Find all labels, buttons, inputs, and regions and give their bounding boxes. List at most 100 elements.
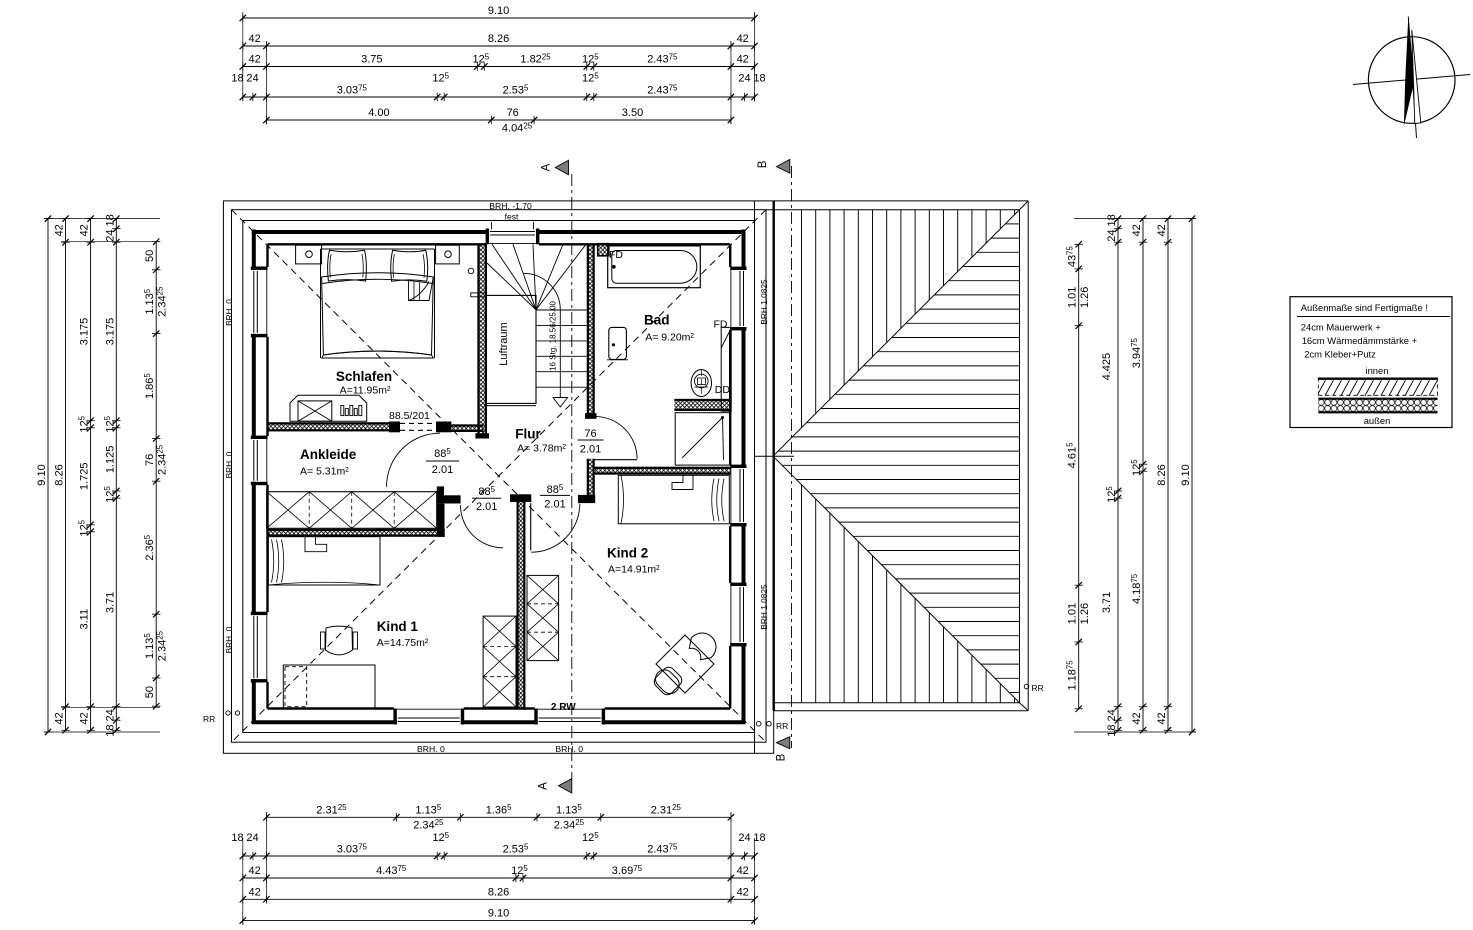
- svg-text:18: 18: [753, 832, 765, 844]
- svg-text:1.365: 1.365: [486, 803, 512, 816]
- svg-text:76: 76: [584, 428, 596, 440]
- svg-text:1.135: 1.135: [143, 633, 156, 659]
- svg-text:innen: innen: [1366, 365, 1389, 376]
- svg-text:18: 18: [231, 832, 243, 844]
- svg-text:42: 42: [54, 224, 66, 236]
- svg-text:2 RW: 2 RW: [551, 702, 576, 713]
- svg-text:BRH. 0: BRH. 0: [224, 451, 234, 478]
- svg-text:42: 42: [737, 33, 749, 45]
- svg-text:4.00: 4.00: [368, 107, 389, 119]
- svg-text:A= 3.78m²: A= 3.78m²: [517, 443, 566, 455]
- svg-text:fest: fest: [505, 212, 519, 222]
- svg-text:1.26: 1.26: [1079, 287, 1091, 308]
- svg-text:42: 42: [79, 712, 91, 724]
- svg-text:8.26: 8.26: [488, 886, 509, 898]
- svg-text:Kind 2: Kind 2: [607, 546, 648, 561]
- svg-text:1.135: 1.135: [143, 288, 156, 314]
- svg-text:8.26: 8.26: [1156, 464, 1168, 485]
- svg-text:DD: DD: [715, 384, 731, 396]
- svg-text:88.5/201: 88.5/201: [389, 410, 430, 422]
- svg-text:Ankleide: Ankleide: [300, 447, 357, 462]
- svg-text:9.10: 9.10: [488, 5, 509, 17]
- svg-text:9.10: 9.10: [1180, 464, 1192, 485]
- svg-text:42: 42: [737, 865, 749, 877]
- svg-text:76: 76: [507, 107, 519, 119]
- svg-text:42: 42: [1156, 224, 1168, 236]
- svg-text:42: 42: [1131, 224, 1143, 236]
- svg-text:42: 42: [248, 865, 260, 877]
- svg-text:1.125: 1.125: [104, 446, 116, 474]
- svg-text:42: 42: [1131, 712, 1143, 724]
- svg-text:9.10: 9.10: [488, 908, 509, 920]
- svg-text:42: 42: [248, 54, 260, 66]
- svg-text:24: 24: [738, 832, 750, 844]
- svg-text:18: 18: [231, 73, 243, 85]
- svg-text:A=11.95m²: A=11.95m²: [340, 385, 391, 397]
- svg-text:24: 24: [246, 832, 258, 844]
- svg-text:2.01: 2.01: [432, 464, 453, 476]
- svg-text:24cm Mauerwerk +: 24cm Mauerwerk +: [1301, 322, 1382, 333]
- svg-text:42: 42: [737, 886, 749, 898]
- svg-text:Flur: Flur: [515, 427, 541, 442]
- svg-text:2cm Kleber+Putz: 2cm Kleber+Putz: [1304, 349, 1376, 360]
- svg-text:42: 42: [1156, 712, 1168, 724]
- svg-text:1.01: 1.01: [1067, 287, 1079, 308]
- svg-text:42: 42: [737, 54, 749, 66]
- svg-text:50: 50: [144, 250, 156, 262]
- svg-text:A: A: [538, 782, 550, 790]
- svg-text:BRH 1.0825: BRH 1.0825: [759, 279, 769, 325]
- svg-text:24: 24: [246, 73, 258, 85]
- svg-text:BRH, -1.70: BRH, -1.70: [489, 201, 532, 211]
- svg-text:A= 5.31m²: A= 5.31m²: [300, 466, 349, 478]
- svg-text:1.26: 1.26: [1079, 603, 1091, 624]
- svg-text:42: 42: [248, 33, 260, 45]
- svg-text:BRH. 0: BRH. 0: [224, 299, 234, 326]
- svg-text:24 18: 24 18: [104, 214, 116, 242]
- svg-text:1.01: 1.01: [1067, 603, 1079, 624]
- svg-text:Luftraum: Luftraum: [498, 322, 510, 365]
- svg-text:18: 18: [753, 73, 765, 85]
- svg-text:24 18: 24 18: [1106, 214, 1118, 242]
- svg-text:3.175: 3.175: [79, 318, 91, 346]
- svg-text:FD: FD: [609, 249, 623, 261]
- svg-text:42: 42: [248, 886, 260, 898]
- svg-text:8.26: 8.26: [488, 33, 509, 45]
- svg-text:16 Stg. 18.56/25.00: 16 Stg. 18.56/25.00: [548, 301, 558, 371]
- svg-text:3.175: 3.175: [104, 318, 116, 346]
- svg-text:42: 42: [54, 712, 66, 724]
- svg-text:FD: FD: [714, 319, 728, 331]
- svg-text:außen: außen: [1364, 415, 1391, 426]
- svg-text:3.71: 3.71: [1101, 592, 1113, 613]
- svg-text:A=14.75m²: A=14.75m²: [377, 637, 429, 649]
- svg-text:1.865: 1.865: [143, 373, 156, 399]
- svg-text:3.75: 3.75: [361, 54, 382, 66]
- svg-text:A: A: [541, 163, 553, 171]
- svg-text:9.10: 9.10: [36, 464, 48, 485]
- svg-text:2.535: 2.535: [503, 83, 529, 96]
- svg-text:Schlafen: Schlafen: [336, 369, 392, 384]
- svg-text:2.01: 2.01: [544, 499, 565, 511]
- svg-text:Kind 1: Kind 1: [377, 619, 419, 634]
- svg-text:42: 42: [79, 224, 91, 236]
- svg-text:50: 50: [144, 686, 156, 698]
- svg-text:2.01: 2.01: [580, 444, 601, 456]
- svg-text:4.615: 4.615: [1066, 442, 1079, 468]
- svg-text:4.425: 4.425: [1101, 353, 1113, 381]
- svg-text:3.71: 3.71: [104, 592, 116, 613]
- svg-text:BRH. 0: BRH. 0: [417, 744, 445, 754]
- svg-text:1.725: 1.725: [79, 463, 91, 491]
- svg-text:RR: RR: [776, 721, 788, 731]
- svg-text:Außenmaße sind Fertigmaße !: Außenmaße sind Fertigmaße !: [1301, 302, 1428, 313]
- svg-text:B: B: [776, 753, 788, 761]
- svg-text:16cm Wärmedämmstärke +: 16cm Wärmedämmstärke +: [1302, 335, 1418, 346]
- svg-text:1.135: 1.135: [556, 803, 582, 816]
- svg-text:RR: RR: [203, 714, 215, 724]
- svg-text:24: 24: [738, 73, 750, 85]
- svg-text:BRH 1.0825: BRH 1.0825: [759, 584, 769, 630]
- svg-text:8.26: 8.26: [54, 464, 66, 485]
- svg-text:2.535: 2.535: [503, 842, 529, 855]
- svg-text:RR: RR: [1032, 683, 1044, 693]
- svg-text:BRH. 0: BRH. 0: [224, 626, 234, 653]
- svg-text:B: B: [757, 160, 769, 168]
- svg-text:A=14.91m²: A=14.91m²: [608, 564, 660, 576]
